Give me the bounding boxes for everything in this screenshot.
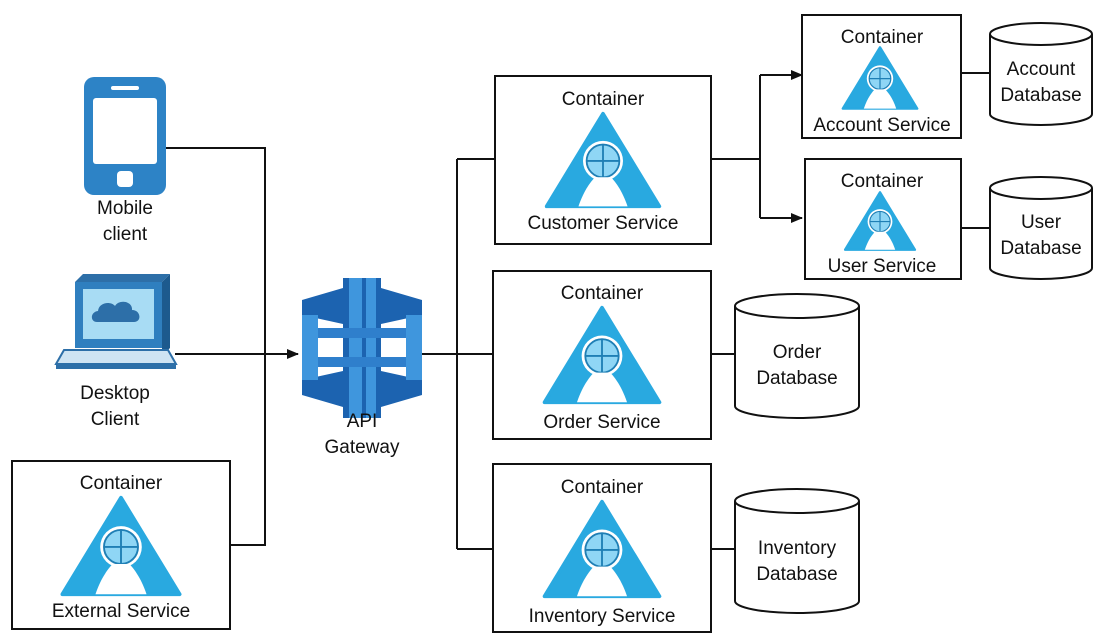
database-cylinder-icon	[989, 22, 1093, 126]
external-service-container: Container External Service	[11, 460, 231, 630]
smartphone-icon	[84, 77, 166, 195]
mobile-to-gateway-line	[165, 147, 266, 354]
database-label-line1: Inventory	[758, 538, 837, 559]
user-service-container: Container User Service	[804, 158, 962, 280]
inventory-service-container: Container Inventory Service	[492, 463, 712, 633]
database-label-line1: User	[1021, 212, 1062, 233]
account-database: Account Database	[989, 22, 1093, 126]
mobile-client: Mobile client	[84, 77, 166, 245]
service-name: Order Service	[543, 412, 660, 433]
desktop-client-label-line2: Client	[91, 409, 140, 430]
user-database: User Database	[989, 176, 1093, 280]
database-label-line1: Order	[773, 342, 822, 363]
database-label-line2: Database	[1000, 85, 1081, 106]
connectors	[165, 70, 990, 550]
database-label-line2: Database	[1000, 238, 1081, 259]
external-to-gateway-line	[230, 354, 266, 546]
api-gateway-label-line2: Gateway	[325, 437, 400, 458]
service-name: User Service	[828, 256, 937, 277]
container-title: Container	[561, 283, 644, 304]
container-title: Container	[561, 477, 644, 498]
service-name: Customer Service	[528, 213, 679, 234]
mobile-client-label-line2: client	[103, 224, 148, 245]
container-title: Container	[562, 89, 645, 110]
mobile-client-label-line1: Mobile	[97, 198, 153, 219]
service-name: External Service	[52, 601, 190, 622]
database-cylinder-icon	[989, 176, 1093, 280]
database-cylinder-icon	[734, 488, 860, 614]
customer-service-container: Container Customer Service	[494, 75, 712, 245]
service-name: Inventory Service	[529, 606, 676, 627]
database-label-line2: Database	[756, 564, 837, 585]
account-service-container: Container Account Service	[801, 14, 962, 139]
api-gateway-icon	[302, 278, 422, 418]
database-label-line2: Database	[756, 368, 837, 389]
database-cylinder-icon	[734, 293, 860, 419]
desktop-client-label-line1: Desktop	[80, 383, 150, 404]
desktop-computer-icon	[54, 274, 178, 369]
container-title: Container	[841, 171, 924, 192]
api-gateway-label-line1: API	[347, 411, 378, 432]
desktop-client: Desktop Client	[54, 274, 178, 430]
inventory-database: Inventory Database	[734, 488, 860, 614]
order-service-container: Container Order Service	[492, 270, 712, 440]
container-title: Container	[80, 473, 163, 494]
database-label-line1: Account	[1007, 59, 1076, 80]
container-title: Container	[841, 27, 924, 48]
api-gateway: API Gateway	[302, 278, 422, 458]
service-name: Account Service	[813, 115, 950, 136]
order-database: Order Database	[734, 293, 860, 419]
